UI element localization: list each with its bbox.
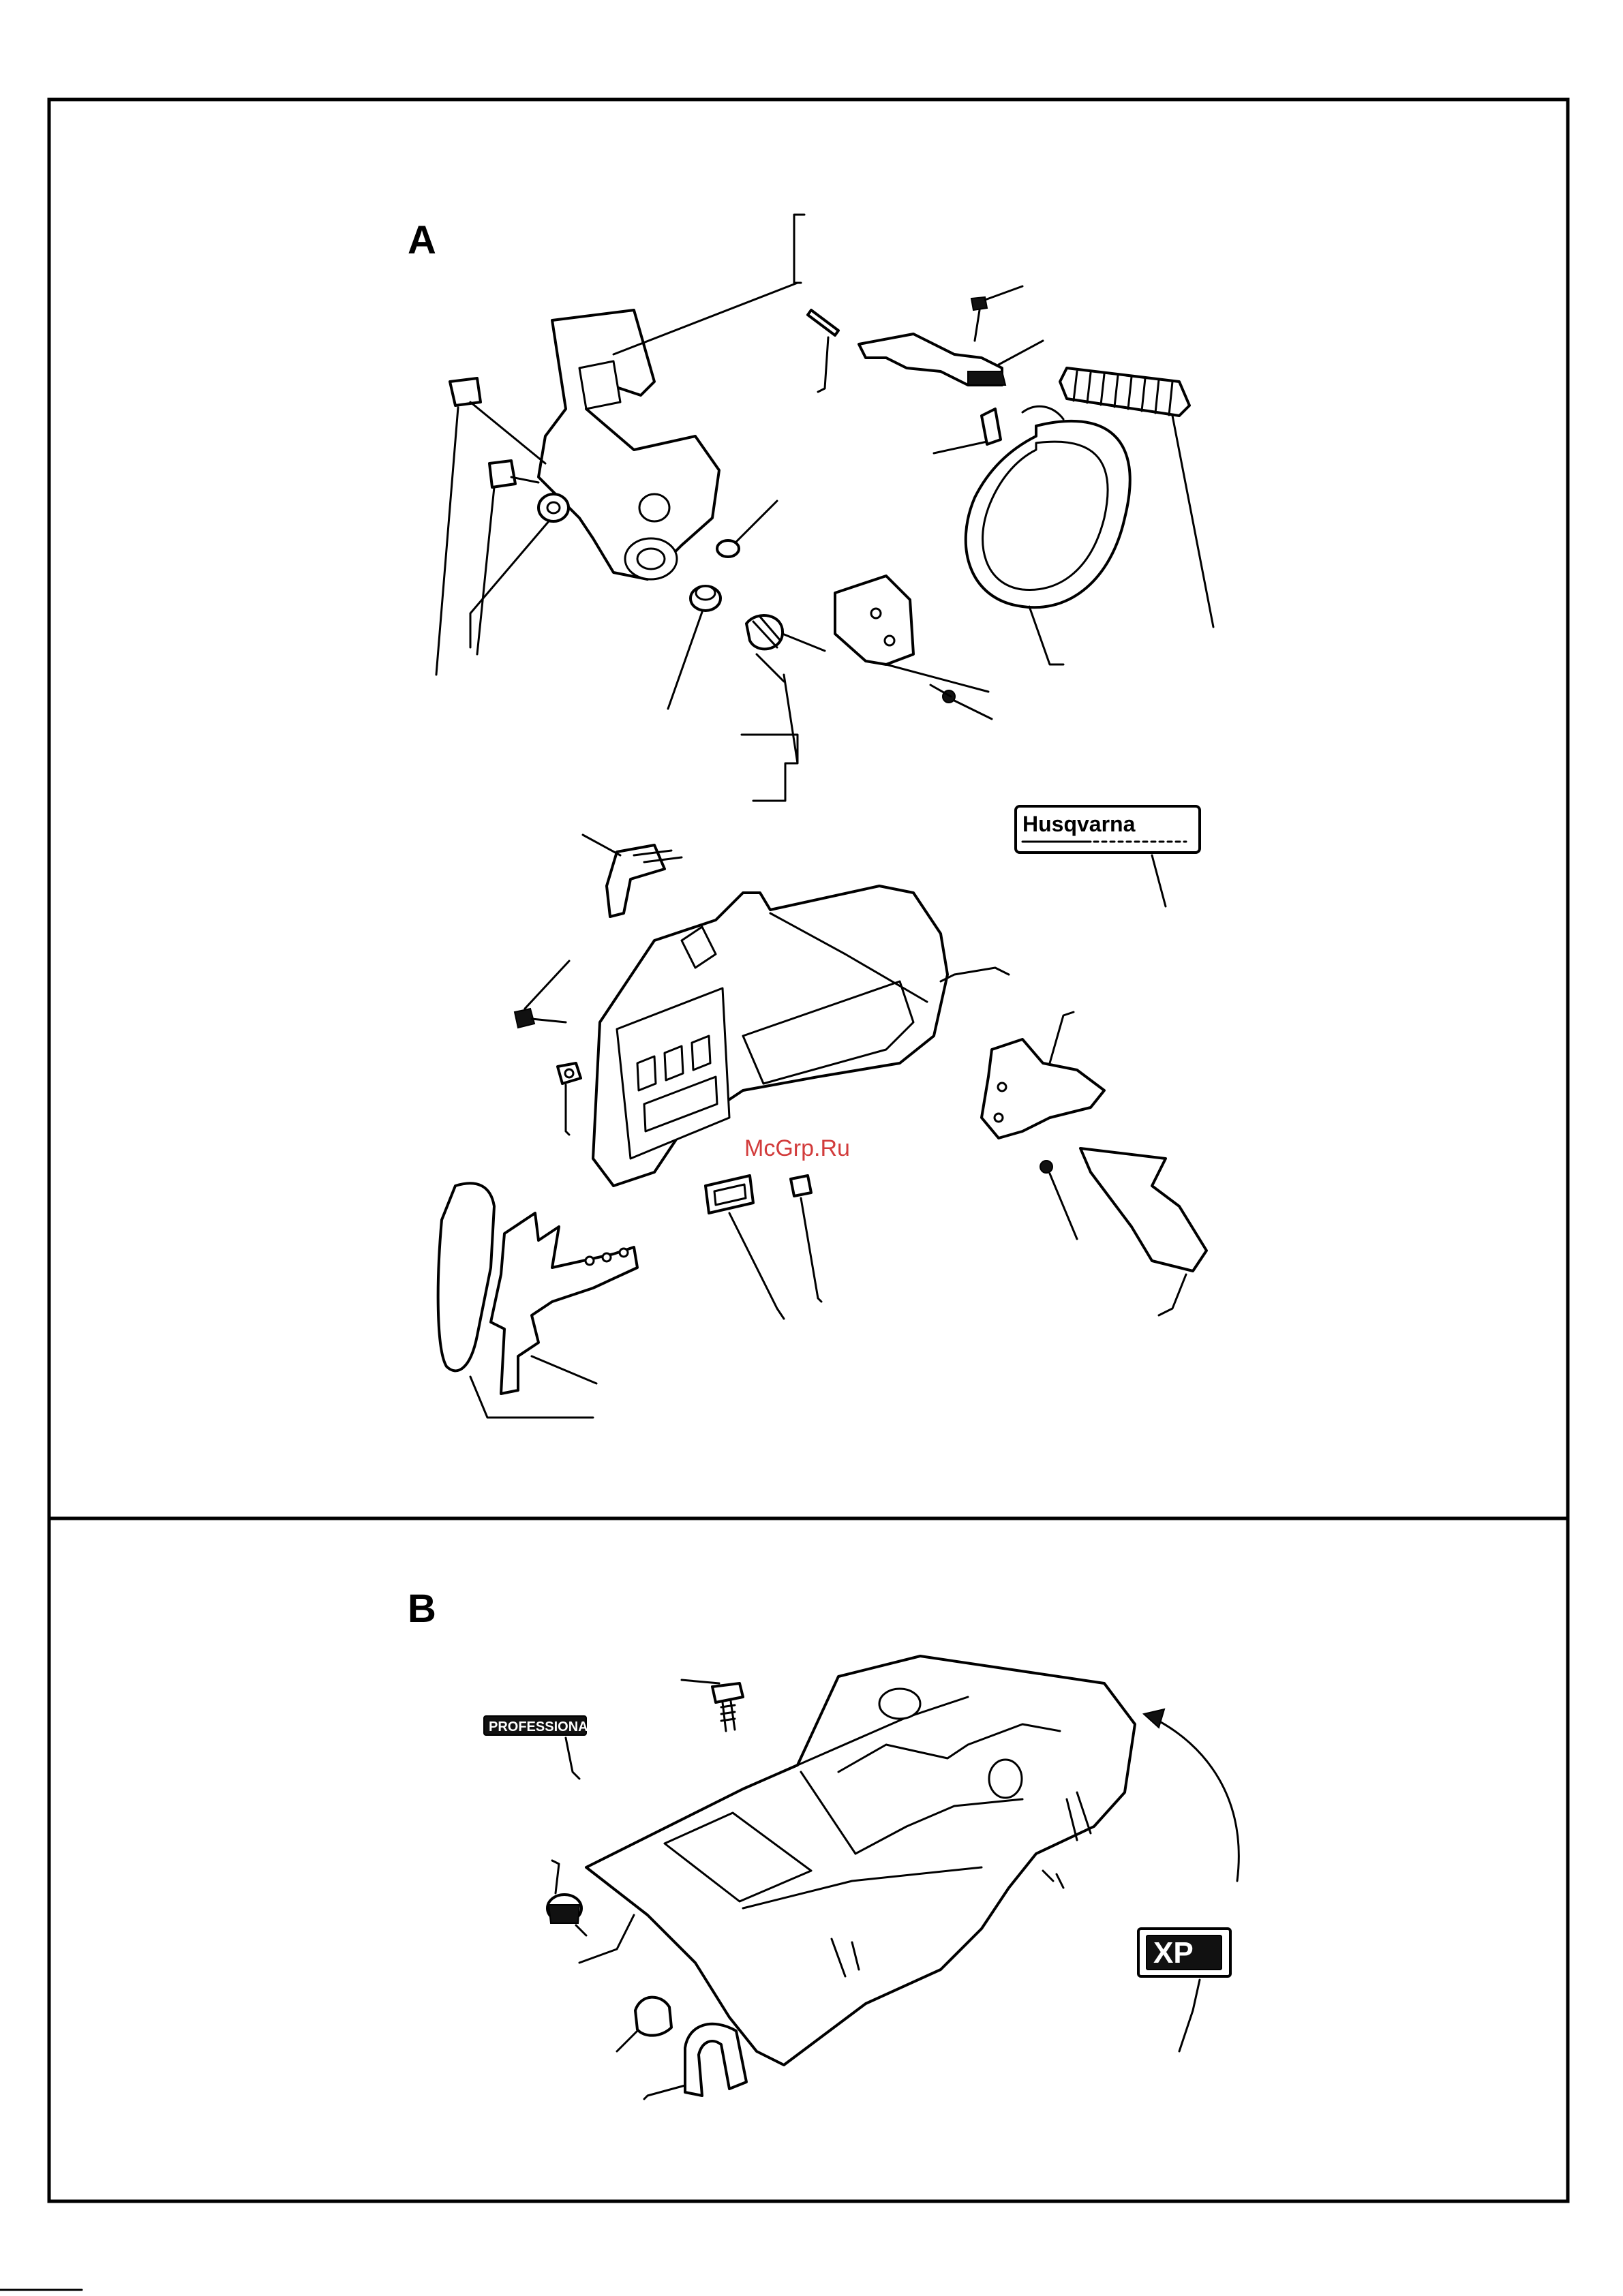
- svg-text:Husqvarna: Husqvarna: [1022, 812, 1136, 836]
- bolt-long: [450, 378, 545, 463]
- pivot-bushing: [691, 586, 721, 611]
- cover-screw: [712, 1683, 743, 1731]
- spike-bracket: [982, 1039, 1104, 1138]
- leader-circlip: [736, 501, 777, 542]
- leader-pad: [729, 1213, 784, 1319]
- husqvarna-decal: Husqvarna: [1016, 806, 1200, 853]
- band-pin: [982, 409, 1001, 444]
- leader-clutch-cover: [941, 968, 1009, 981]
- leader-husqvarna-decal: [1152, 855, 1166, 906]
- section-b-label: B: [408, 1587, 436, 1631]
- cover-plate-small: [835, 576, 913, 664]
- leader-xp: [1179, 1980, 1200, 2051]
- chain-brake-handle: [539, 310, 719, 579]
- leader-coil-spring: [1172, 416, 1213, 627]
- section-a-label: A: [408, 218, 436, 262]
- chain-catcher-clip: [607, 845, 682, 917]
- svg-text:PROFESSIONAL: PROFESSIONAL: [489, 1719, 596, 1734]
- leader-cylinder-cover: [579, 1915, 634, 1963]
- rubber-pad: [706, 1176, 753, 1213]
- leader-handle: [613, 215, 804, 354]
- screw-top: [971, 286, 1022, 341]
- leader-pivot: [668, 612, 702, 709]
- screw-small-a: [930, 685, 955, 703]
- washer-bushing: [539, 494, 568, 521]
- leader-spike-bracket: [1050, 1012, 1074, 1063]
- screw-cover: [515, 1009, 566, 1028]
- leader-spring: [742, 675, 798, 801]
- leader-nut-left: [566, 1085, 569, 1135]
- watermark: McGrp.Ru: [744, 1135, 850, 1161]
- screw-right: [1040, 1161, 1052, 1173]
- guard-plate-right: [1080, 1148, 1207, 1271]
- xp-decal: XP: [1138, 1929, 1230, 1976]
- professional-decal: PROFESSIONAL: [484, 1716, 596, 1735]
- leader-bolts: [470, 487, 549, 654]
- svg-text:XP: XP: [1153, 1936, 1194, 1970]
- leader-grille: [644, 2085, 685, 2099]
- brake-lever-link: [859, 334, 1005, 385]
- leader-professional: [566, 1738, 579, 1779]
- leader-clip: [583, 835, 620, 855]
- leader-screw-cover: [525, 961, 569, 1009]
- torsion-spring: [746, 615, 825, 682]
- rotation-arrow: [1144, 1709, 1239, 1881]
- nut-left: [558, 1063, 581, 1084]
- leader-bolt-long: [436, 408, 458, 675]
- rubber-plug: [547, 1895, 581, 1923]
- circlip: [717, 540, 739, 557]
- air-intake-grille: [685, 2024, 746, 2096]
- leader-guard-right: [1159, 1274, 1186, 1315]
- dog-spike-plate: [438, 1183, 637, 1394]
- nut-right: [791, 1176, 811, 1196]
- leader-nut-right: [801, 1198, 821, 1302]
- pin: [808, 310, 838, 335]
- coil-spring: [1060, 368, 1189, 416]
- leader-dog-spike: [470, 1356, 596, 1418]
- leader-pin: [818, 337, 828, 392]
- bolt-short: [489, 461, 539, 487]
- leader-link: [999, 341, 1043, 365]
- leader-cover-screw: [682, 1680, 719, 1683]
- leader-screw-right: [1050, 1174, 1077, 1239]
- leader-plate: [886, 664, 992, 719]
- leader-cap: [617, 2031, 637, 2051]
- rubber-cap: [635, 1997, 671, 2036]
